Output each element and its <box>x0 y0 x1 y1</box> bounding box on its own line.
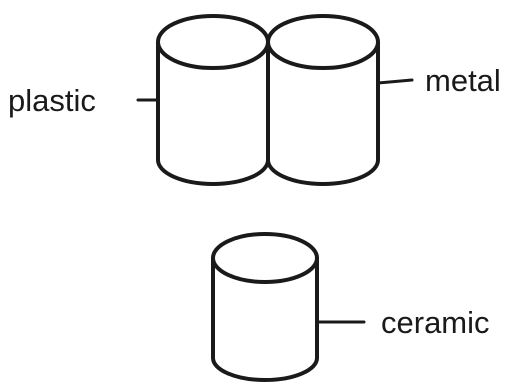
metal-leader-line <box>378 80 412 83</box>
ceramic-cylinder-top <box>213 234 317 282</box>
ceramic-label: ceramic <box>381 305 490 340</box>
plastic-cylinder-top <box>158 16 268 68</box>
metal-cylinder <box>268 16 378 184</box>
metal-cylinder-top <box>268 16 378 68</box>
ceramic-cylinder <box>213 234 317 380</box>
plastic-label: plastic <box>8 83 96 118</box>
metal-label: metal <box>425 63 501 98</box>
plastic-cylinder <box>158 16 268 184</box>
